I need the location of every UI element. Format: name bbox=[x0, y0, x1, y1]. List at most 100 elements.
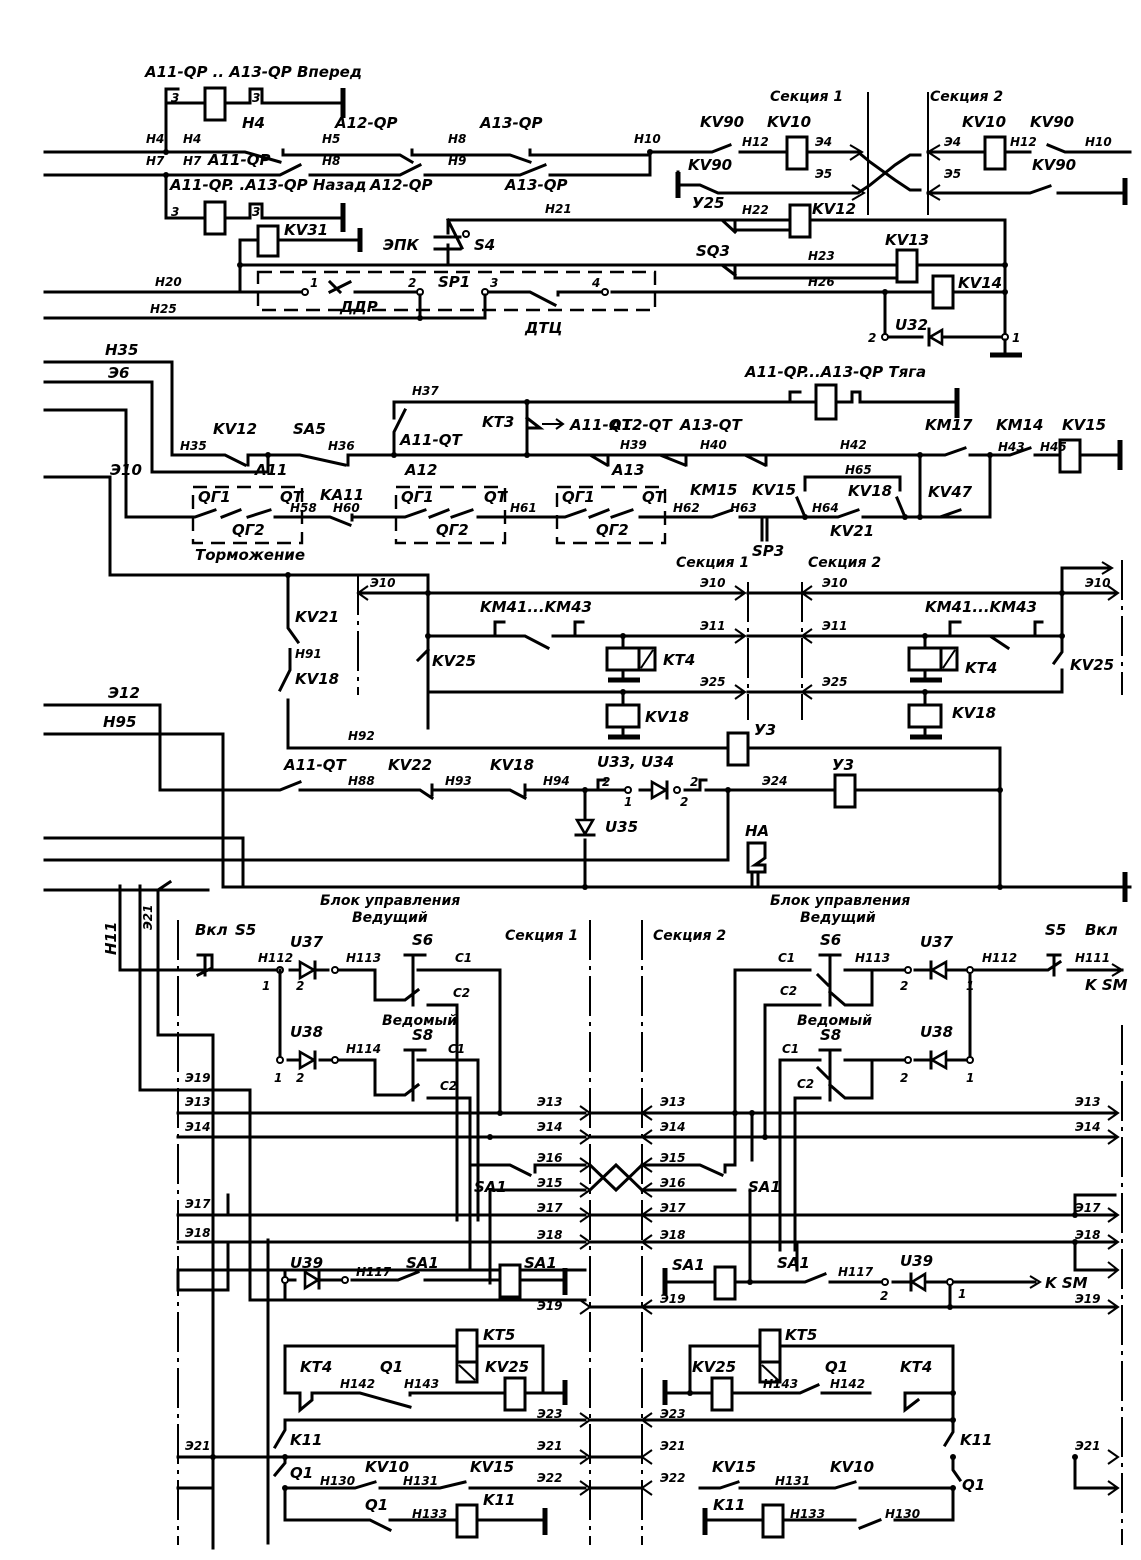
kv31-epk-block: KV31 ЭПК S4 H21 1 2 3 4 SP1 ДДР ДТЦ H20 … bbox=[43, 202, 1007, 337]
wire-h112-right: H112 bbox=[982, 951, 1017, 965]
km41-43-left-label: KM41...KM43 bbox=[480, 598, 592, 616]
wire-e10-brake: Э10 bbox=[370, 576, 396, 590]
k11-coil-right-label: K11 bbox=[713, 1496, 746, 1514]
to-sm-label-top: K SM bbox=[1085, 976, 1128, 994]
q1-contact-left-label: Q1 bbox=[290, 1464, 313, 1482]
wire-h43: H43 bbox=[998, 440, 1025, 454]
s8-right-c2: C2 bbox=[797, 1077, 814, 1091]
traction-coil bbox=[814, 383, 838, 421]
s8-left-c1: C1 bbox=[448, 1042, 465, 1056]
contact-a13-qp: A13-QP bbox=[479, 114, 542, 132]
wire-h93: H93 bbox=[445, 774, 472, 788]
wire-h62: H62 bbox=[673, 501, 700, 515]
wire-h60: H60 bbox=[333, 501, 360, 515]
sec2-e14: Э14 bbox=[660, 1120, 686, 1134]
s5-left-button[interactable] bbox=[195, 953, 214, 978]
u32-diode bbox=[927, 327, 944, 347]
control-block-title-right: Блок управления bbox=[770, 893, 910, 909]
right-e14: Э14 bbox=[1075, 1120, 1101, 1134]
kt5-coil-right bbox=[758, 1328, 782, 1364]
u39-left-label: U39 bbox=[290, 1254, 323, 1272]
u33-term-1: 1 bbox=[624, 795, 632, 809]
right-e21: Э21 bbox=[1075, 1439, 1101, 1453]
wire-h12-right: H12 bbox=[1010, 135, 1037, 149]
k11-coil-left-label: K11 bbox=[483, 1491, 516, 1509]
wire-e6-label: Э6 bbox=[108, 364, 129, 382]
kv10-contact-left-label: KV10 bbox=[365, 1458, 409, 1476]
kt4-right-label: KT4 bbox=[965, 659, 997, 677]
s5-right-label: S5 bbox=[1045, 921, 1066, 939]
sec1-e15: Э15 bbox=[537, 1176, 563, 1190]
y3-coil-top bbox=[726, 731, 750, 767]
sa5-label: SA5 bbox=[293, 420, 326, 438]
svg-text:3: 3 bbox=[252, 205, 260, 219]
control-block-title-left: Блок управления bbox=[320, 893, 460, 909]
wire-h45: H45 bbox=[1040, 440, 1067, 454]
sec2-e18: Э18 bbox=[660, 1228, 686, 1242]
kv25-right-label: KV25 bbox=[1070, 656, 1114, 674]
sq3-label: SQ3 bbox=[696, 242, 730, 260]
km14-label: KM14 bbox=[996, 416, 1043, 434]
kv12-label: KV12 bbox=[812, 200, 856, 218]
sec1-e23: Э23 bbox=[537, 1407, 563, 1421]
control-section2-label: Секция 2 bbox=[653, 928, 726, 944]
a11-qt: QT bbox=[280, 488, 305, 506]
wire-h63: H63 bbox=[730, 501, 757, 515]
wire-h9: H9 bbox=[448, 154, 466, 168]
wire-h95-label: H95 bbox=[103, 713, 136, 731]
kt4-coil-right bbox=[907, 646, 943, 672]
a11-qt-contact-label: A11-QT bbox=[399, 431, 463, 449]
a12-qg2: QГ2 bbox=[436, 521, 469, 539]
sec1-e22: Э22 bbox=[537, 1471, 563, 1485]
sec2-e21: Э21 bbox=[660, 1439, 686, 1453]
wire-h25: H25 bbox=[150, 302, 177, 316]
left-e14: Э14 bbox=[185, 1120, 211, 1134]
sa1-contact-left-label: SA1 bbox=[406, 1254, 439, 1272]
s4-label: S4 bbox=[474, 236, 495, 254]
wire-e11-sec2: Э11 bbox=[822, 619, 848, 633]
kv14-coil bbox=[931, 274, 955, 310]
wire-h112-left: H112 bbox=[258, 951, 293, 965]
s6-right-label: S6 bbox=[820, 931, 841, 949]
u35-label: U35 bbox=[605, 818, 638, 836]
kv22-label: KV22 bbox=[388, 756, 432, 774]
s6-left-c1: C1 bbox=[455, 951, 472, 965]
wire-h133-left: H133 bbox=[412, 1507, 447, 1521]
sp1-term-2: 2 bbox=[408, 276, 416, 290]
on-label-left: Вкл bbox=[195, 921, 228, 939]
q1-nc-left-label: Q1 bbox=[365, 1496, 388, 1514]
svg-text:1: 1 bbox=[958, 1287, 966, 1301]
kv21-brake-label: KV21 bbox=[295, 608, 339, 626]
sa1-contact-right-label: SA1 bbox=[777, 1254, 810, 1272]
kv21-contact-label: KV21 bbox=[830, 522, 874, 540]
a12-qt-label: A12-QT bbox=[609, 416, 673, 434]
u38-left-label: U38 bbox=[290, 1023, 323, 1041]
kv31-coil bbox=[256, 224, 280, 258]
svg-text:1: 1 bbox=[966, 979, 974, 993]
wire-h58: H58 bbox=[290, 501, 317, 515]
u37-diode-right bbox=[929, 959, 948, 981]
kv25-left-coil-label: KV25 bbox=[485, 1358, 529, 1376]
kv18-coil-left bbox=[605, 703, 641, 729]
km17-label: KM17 bbox=[925, 416, 973, 434]
a13-qt-label: A13-QT bbox=[679, 416, 743, 434]
sec2-e22: Э22 bbox=[660, 1471, 686, 1485]
a12-qt: QT bbox=[484, 488, 509, 506]
sec1-e13: Э13 bbox=[537, 1095, 563, 1109]
wire-h12-left: H12 bbox=[742, 135, 769, 149]
kv12-coil bbox=[788, 203, 812, 239]
forward-coil bbox=[203, 86, 227, 122]
wire-h10: H10 bbox=[634, 132, 661, 146]
wire-h130-left: H130 bbox=[320, 1474, 355, 1488]
a11-qt-brake-label: A11-QT bbox=[283, 756, 347, 774]
sec1-e17: Э17 bbox=[537, 1201, 563, 1215]
svg-text:3: 3 bbox=[171, 205, 179, 219]
wire-h114-left: H114 bbox=[346, 1042, 381, 1056]
kv15-contact-right-label: KV15 bbox=[712, 1458, 756, 1476]
sec2-e19: Э19 bbox=[660, 1292, 686, 1306]
sp3-label: SP3 bbox=[752, 542, 784, 560]
brake-block: Секция 1 Секция 2 KV21 H91 KV18 H92 У3 Э… bbox=[43, 555, 1132, 902]
epk-label: ЭПК bbox=[383, 236, 420, 254]
q1-right-label: Q1 bbox=[825, 1358, 848, 1376]
